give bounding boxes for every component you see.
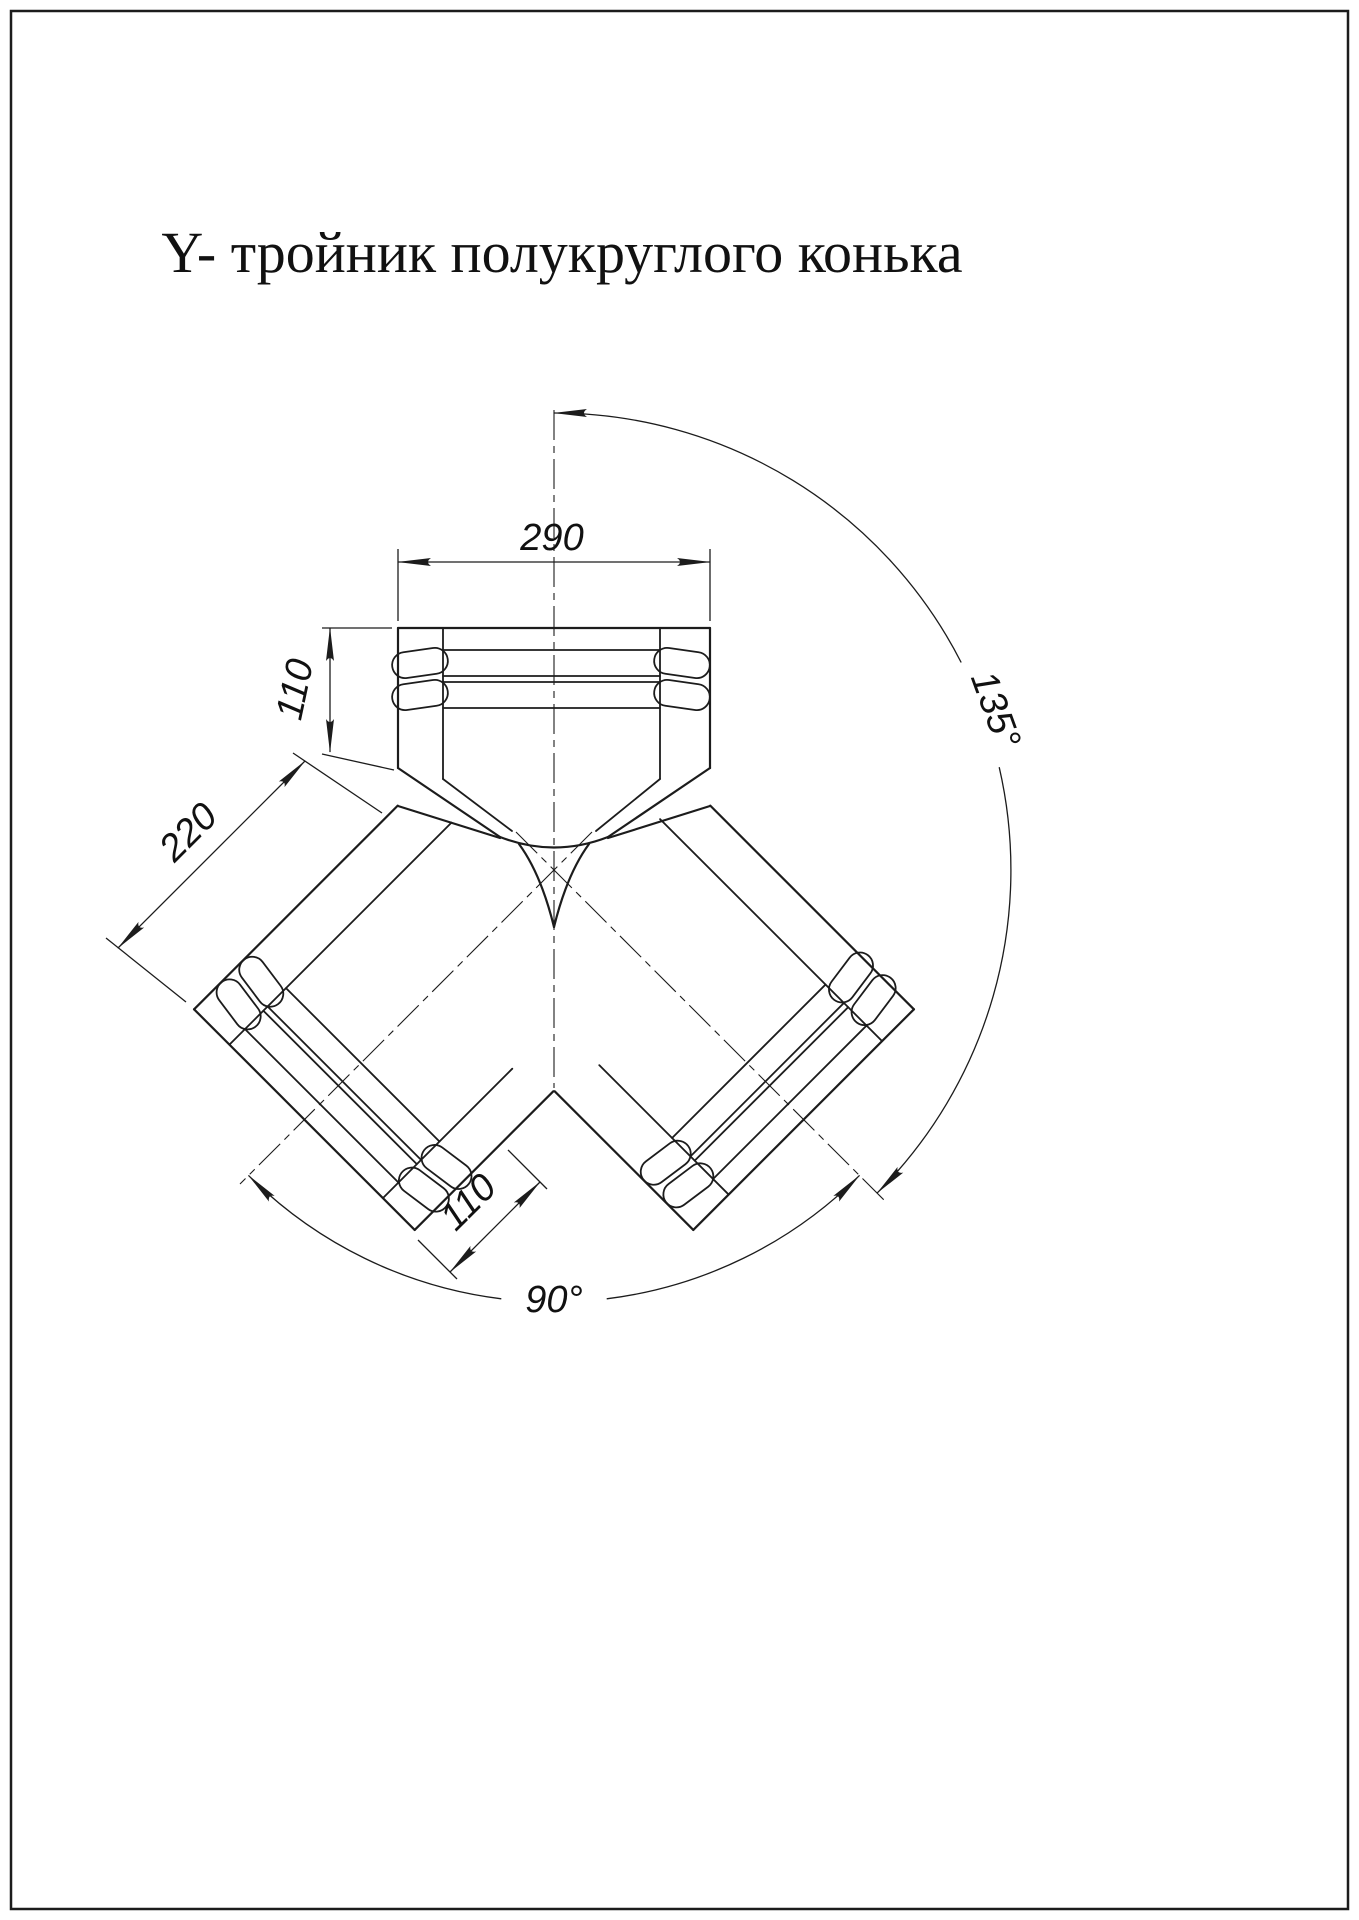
valley-left [396,804,502,840]
right-branch [553,804,921,1233]
page-border [9,9,1350,1911]
dim-label-135deg: 135° [962,666,1028,754]
dim-label-290: 290 [519,517,583,559]
crimp-pill [653,647,711,679]
dim-branch-length: 220 [105,752,383,1003]
crimp-pill [653,679,711,711]
top-branch [391,626,712,929]
dim-top-section: 110 [268,627,395,771]
scallop-cup [498,835,610,849]
dim-branch-end: 110 [417,1149,548,1280]
dim-angle-135: 135° [553,409,1028,1194]
dim-label-110-top: 110 [268,656,322,724]
taper-right [606,766,712,839]
dim-label-220: 220 [151,795,226,870]
seam-v-left [517,842,556,929]
left-branch [191,804,555,1237]
crimp-pill [391,647,449,679]
seam-v-right [552,842,591,929]
dim-top-width: 290 [397,517,711,621]
valley-right [606,804,712,840]
centerlines [239,410,887,1203]
page-title: Y- тройник полукруглого конька [161,220,962,285]
crimp-pill [391,679,449,711]
dim-angle-90: 90° [247,1174,861,1321]
left-branch-centerline [239,831,593,1185]
dim-label-90deg: 90° [525,1279,582,1321]
taper-left [396,766,502,839]
right-branch-centerline [515,831,887,1203]
